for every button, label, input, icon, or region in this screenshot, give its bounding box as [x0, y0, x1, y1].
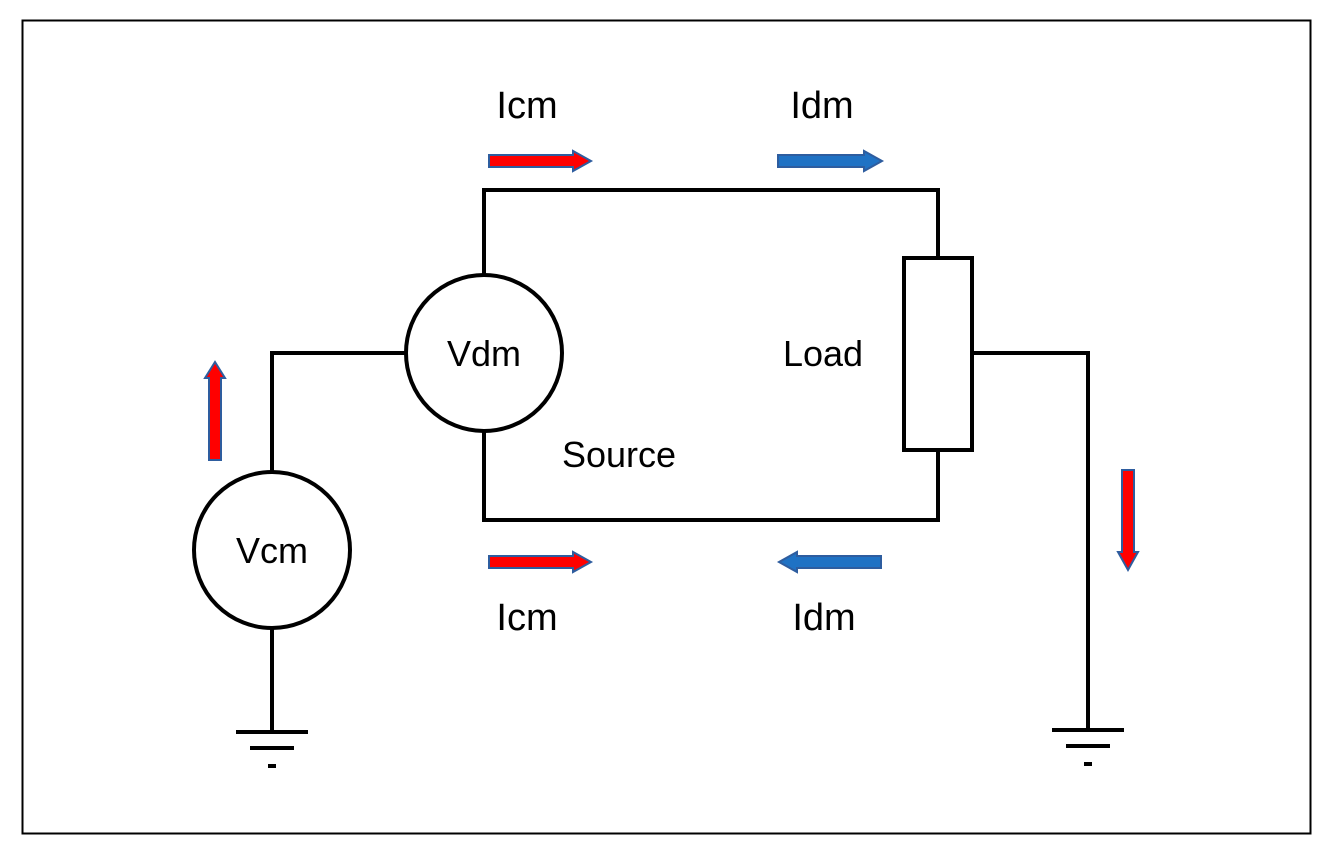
icm-bottom-label: Icm — [496, 597, 557, 639]
idm-top-arrow-icon — [777, 149, 885, 173]
load-label: Load — [783, 333, 863, 374]
icm-top-label: Icm — [496, 85, 557, 127]
wire-top-rail — [482, 188, 940, 277]
vdm-source-circle — [404, 273, 564, 433]
vcm-label: Vcm — [236, 530, 308, 571]
source-label: Source — [562, 434, 676, 475]
wire-vcm-to-vdm — [270, 351, 406, 474]
wire-load-to-ground — [971, 351, 1090, 732]
diagram-frame — [21, 19, 1312, 835]
vdm-label: Vdm — [447, 333, 521, 374]
wires — [270, 188, 1090, 734]
vcm-current-up-arrow-icon — [203, 360, 227, 461]
icm-top-arrow-icon — [488, 149, 594, 173]
icm-bottom-arrow-icon — [488, 550, 594, 574]
ground-symbol-right — [1052, 728, 1124, 766]
load-resistor — [902, 256, 974, 452]
wire-bottom-rail — [482, 429, 940, 522]
vcm-source-circle — [192, 470, 352, 630]
ground-current-down-arrow-icon — [1116, 469, 1140, 573]
idm-bottom-arrow-icon — [776, 550, 882, 574]
idm-bottom-label: Idm — [792, 597, 855, 639]
idm-top-label: Idm — [790, 85, 853, 127]
ground-symbol-left — [236, 730, 308, 768]
